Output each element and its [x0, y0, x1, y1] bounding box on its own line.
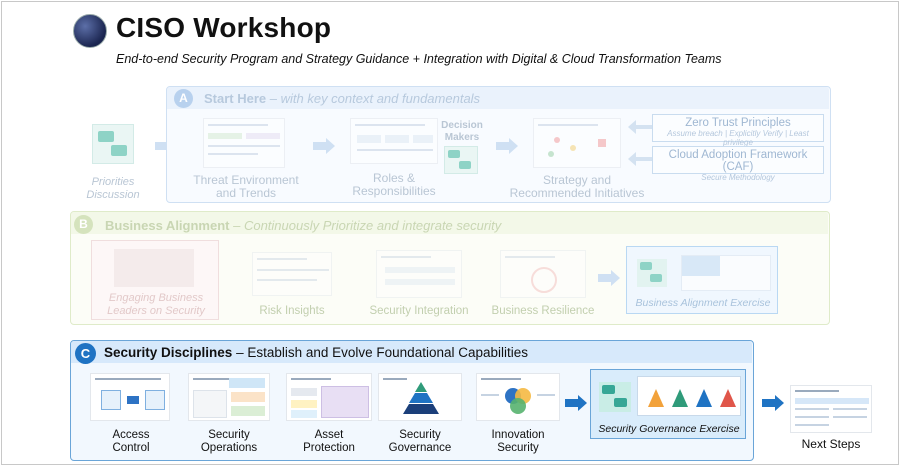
page-subtitle: End-to-end Security Program and Strategy…	[116, 52, 722, 66]
page-title: CISO Workshop	[116, 12, 332, 43]
business-alignment-exercise-card: Business Alignment Exercise	[626, 246, 778, 314]
arrow-icon	[313, 138, 335, 154]
asset-protection-thumbnail	[286, 373, 372, 421]
caf-box: Cloud Adoption Framework (CAF) Secure Me…	[652, 146, 824, 182]
priorities-label: Priorities Discussion	[86, 176, 140, 201]
strategy-thumbnail	[533, 118, 621, 168]
security-governance-exercise-card: Security Governance Exercise	[590, 369, 746, 439]
section-b-header: Business Alignment – Continuously Priori…	[105, 218, 502, 233]
next-steps-thumbnail	[790, 385, 872, 433]
arrow-left-icon	[628, 120, 652, 134]
zero-trust-box: Zero Trust Principles Assume breach | Ex…	[652, 114, 824, 147]
section-b-badge: B	[74, 215, 93, 234]
arrow-icon	[565, 395, 587, 411]
arrow-icon	[598, 270, 620, 286]
security-governance-exercise-label: Security Governance Exercise	[598, 423, 740, 435]
workshop-logo	[73, 14, 107, 48]
priorities-chat-icon	[92, 124, 134, 164]
arrow-icon	[496, 138, 518, 154]
arrow-icon	[762, 395, 784, 411]
business-resilience-label: Business Resilience	[491, 305, 595, 317]
business-resilience-thumbnail	[500, 250, 586, 298]
section-a-badge: A	[174, 89, 193, 108]
arrow-left-icon	[628, 152, 652, 166]
threat-environment-thumbnail	[203, 118, 285, 168]
innovation-security-thumbnail	[476, 373, 560, 421]
access-control-thumbnail	[90, 373, 170, 421]
section-c-badge: C	[75, 343, 96, 364]
risk-insights-label: Risk Insights	[259, 305, 325, 317]
next-steps-label: Next Steps	[801, 437, 861, 451]
section-c-header: Security Disciplines – Establish and Evo…	[104, 345, 529, 360]
security-operations-thumbnail	[188, 373, 270, 421]
risk-insights-thumbnail	[252, 252, 332, 296]
security-integration-thumbnail	[376, 250, 462, 298]
section-a-item-label: Roles &Responsibilities	[352, 171, 436, 198]
roles-thumbnail	[350, 118, 438, 164]
business-alignment-exercise-label: Business Alignment Exercise	[635, 297, 771, 309]
security-governance-thumbnail	[378, 373, 462, 421]
decision-makers-chat-icon	[444, 146, 478, 174]
section-a-header: Start Here – with key context and fundam…	[204, 91, 481, 106]
security-integration-label: Security Integration	[369, 305, 469, 317]
